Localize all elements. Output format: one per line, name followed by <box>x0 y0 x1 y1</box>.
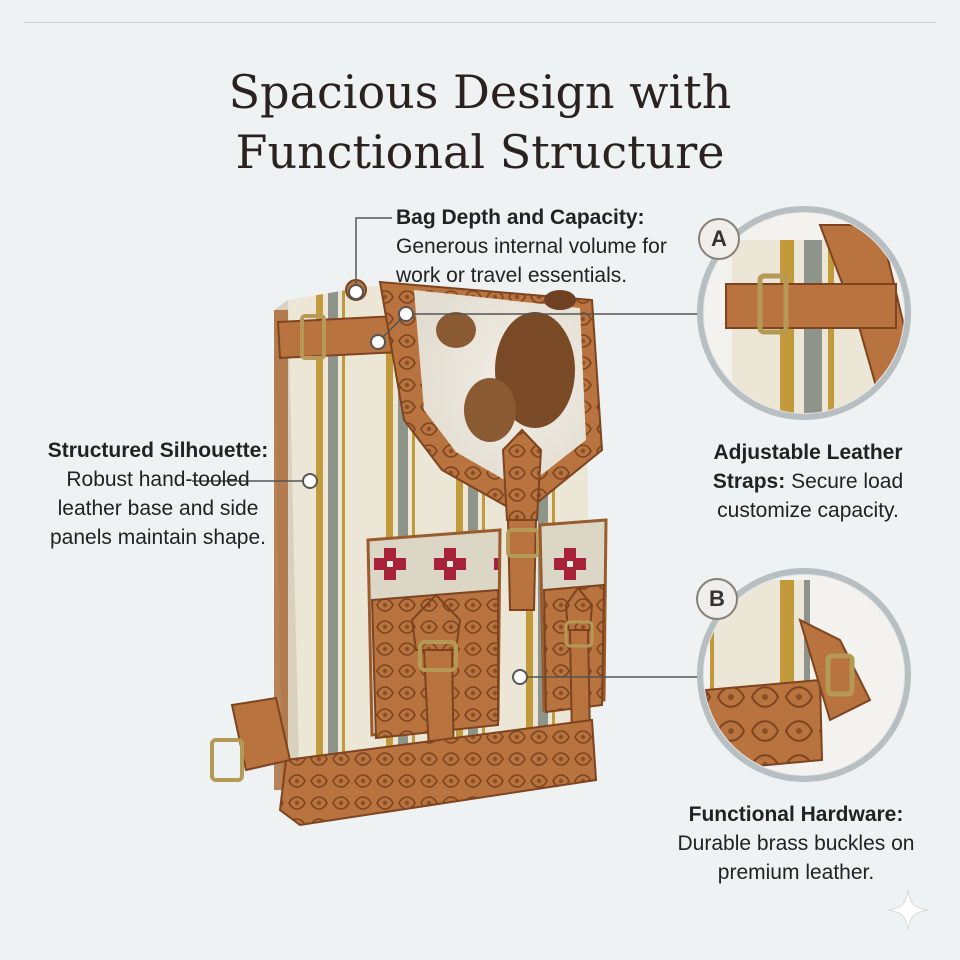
callout-depth: Bag Depth and Capacity: Generous interna… <box>396 203 716 290</box>
callout-silhouette-heading: Structured Silhouette: <box>47 439 269 462</box>
callout-hardware: Functional Hardware: Durable brass buckl… <box>666 800 926 887</box>
badge-a: A <box>698 218 740 260</box>
title-line-2: Functional Structure <box>235 125 725 179</box>
callout-depth-heading: Bag Depth and Capacity: <box>396 206 645 229</box>
callout-silhouette: Structured Silhouette: Robust hand-toole… <box>38 436 278 552</box>
callout-straps: Adjustable Leather Straps: Secure load c… <box>690 438 926 525</box>
silhouette-leader-line <box>192 473 318 489</box>
callout-straps-heading: Adjustable Leather Straps: <box>712 441 903 493</box>
sparkle-icon <box>887 889 929 931</box>
title-line-1: Spacious Design with <box>228 65 732 119</box>
callout-straps-body: Secure load customize capacity. <box>717 470 904 522</box>
callout-hardware-body: Durable brass buckles on premium leather… <box>677 832 915 884</box>
straps-leader-line <box>370 306 705 350</box>
depth-leader-line <box>348 217 392 300</box>
callout-silhouette-body: Robust hand-tooled leather base and side… <box>50 468 266 549</box>
top-divider <box>24 22 936 23</box>
badge-b: B <box>696 578 738 620</box>
hardware-leader-line <box>512 669 705 685</box>
page-title: Spacious Design with Functional Structur… <box>0 62 960 182</box>
callout-depth-body: Generous internal volume for work or tra… <box>396 235 667 287</box>
detail-circle-b <box>697 568 911 782</box>
callout-hardware-heading: Functional Hardware: <box>688 803 904 826</box>
